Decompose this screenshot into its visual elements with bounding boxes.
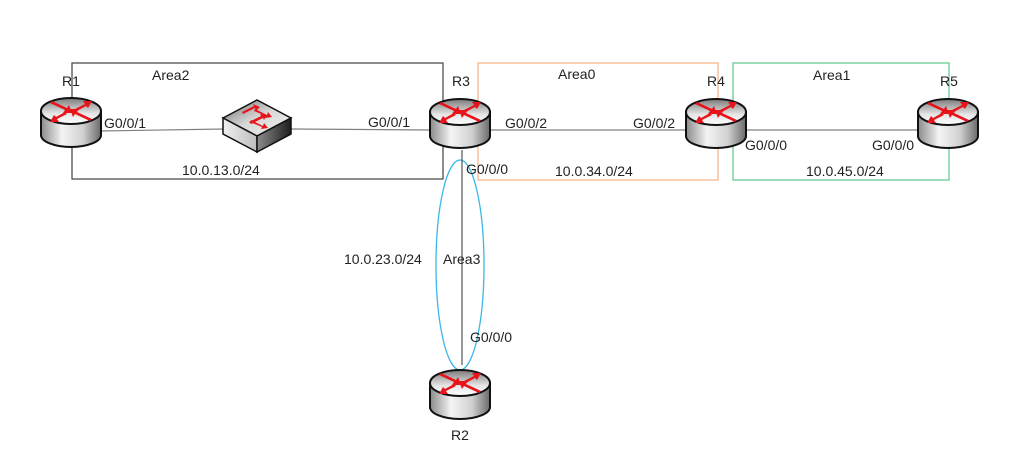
router-r3[interactable] xyxy=(429,98,491,149)
area-label-area3: Area3 xyxy=(443,251,481,267)
router-label-r3: R3 xyxy=(452,73,470,89)
iface-r4-g002: G0/0/2 xyxy=(633,115,676,131)
subnet-10-0-13: 10.0.13.0/24 xyxy=(182,162,260,178)
subnet-10-0-23: 10.0.23.0/24 xyxy=(344,251,422,267)
router-r2[interactable] xyxy=(429,369,491,420)
subnet-10-0-34: 10.0.34.0/24 xyxy=(555,163,633,179)
area-label-area2: Area2 xyxy=(152,67,190,83)
area-label-area1: Area1 xyxy=(813,67,851,83)
area-label-area0: Area0 xyxy=(558,66,596,82)
router-label-r4: R4 xyxy=(707,73,725,89)
router-r4[interactable] xyxy=(685,98,747,149)
iface-r3-g001: G0/0/1 xyxy=(368,114,411,130)
iface-r2-g000: G0/0/0 xyxy=(470,329,513,345)
router-label-r2: R2 xyxy=(451,427,469,443)
iface-r1-g001: G0/0/1 xyxy=(104,115,147,131)
link-r1-switch xyxy=(99,128,226,132)
iface-r5-g000: G0/0/0 xyxy=(872,137,915,153)
router-r1[interactable] xyxy=(40,97,102,148)
iface-r3-g000: G0/0/0 xyxy=(466,161,509,177)
switch-sw1[interactable] xyxy=(221,99,293,154)
router-label-r5: R5 xyxy=(940,73,958,89)
subnet-10-0-45: 10.0.45.0/24 xyxy=(806,163,884,179)
iface-r4-g000: G0/0/0 xyxy=(745,137,788,153)
iface-r3-g002: G0/0/2 xyxy=(505,115,548,131)
router-label-r1: R1 xyxy=(62,73,80,89)
router-r5[interactable] xyxy=(917,98,979,149)
link-switch-r3 xyxy=(289,128,431,131)
